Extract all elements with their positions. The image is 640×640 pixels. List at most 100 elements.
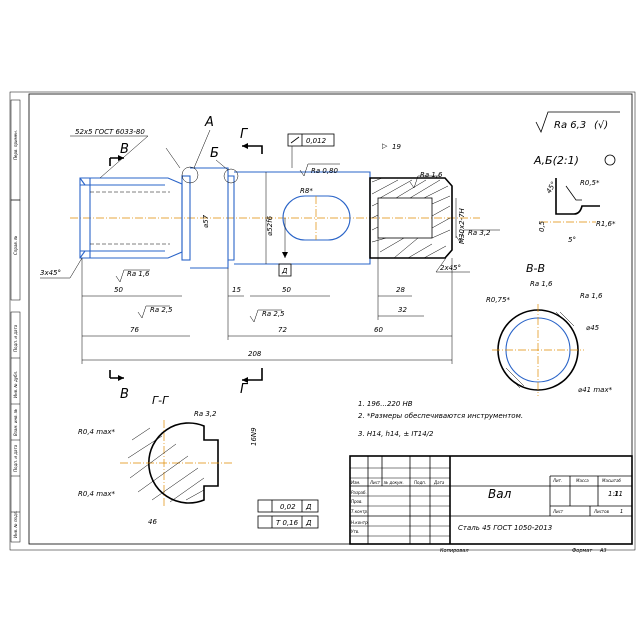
title-scale-value: 1:1	[608, 490, 619, 498]
footer-format: Формат	[572, 548, 593, 554]
title-sheets-label: Листов	[593, 509, 610, 514]
datum-d: Д	[278, 218, 292, 277]
svg-text:19: 19	[392, 143, 401, 151]
sheet-inner-frame	[28, 93, 633, 545]
view-gg-title: Г-Г	[152, 394, 169, 407]
svg-text:Д: Д	[305, 519, 312, 527]
title-col-3: № докум.	[383, 480, 404, 485]
title-role-1: Разраб.	[351, 490, 367, 495]
label-v-bottom: В	[120, 387, 129, 402]
side-stamp-1: Перв. примен.	[13, 130, 18, 160]
label-dim-52: ⌀52f6	[266, 215, 274, 236]
detail-a-circle	[181, 166, 199, 184]
svg-text:Д: Д	[281, 267, 288, 275]
svg-text:T 0,16: T 0,16	[276, 519, 299, 527]
title-header-mass: Масса	[576, 478, 589, 483]
svg-text:Д: Д	[305, 503, 312, 511]
label-thread: 52x5 ГОСТ 6033-80	[75, 128, 145, 136]
svg-text:50: 50	[114, 286, 123, 294]
svg-text:208: 208	[248, 350, 262, 358]
side-stamp-2: Справ. №	[13, 236, 18, 255]
svg-text:Ra 2,5: Ra 2,5	[262, 310, 285, 318]
svg-text:5°: 5°	[568, 236, 576, 244]
title-block: Вал Сталь 45 ГОСТ 1050-2013 Лит. Масса М…	[349, 455, 633, 545]
svg-text:0,012: 0,012	[306, 137, 327, 145]
svg-text:72: 72	[278, 326, 287, 334]
footer-format-value: A3	[599, 548, 607, 554]
svg-text:Ra 1,6: Ra 1,6	[530, 280, 553, 288]
svg-text:⌀41 max*: ⌀41 max*	[578, 386, 613, 394]
svg-text:Ra 1,6: Ra 1,6	[127, 270, 150, 278]
svg-text:46: 46	[148, 518, 157, 526]
title-material: Сталь 45 ГОСТ 1050-2013	[458, 524, 552, 532]
svg-text:50: 50	[282, 286, 291, 294]
label-ch3x45: 3x45°	[40, 269, 61, 277]
svg-text:76: 76	[130, 326, 139, 334]
svg-text:0,5: 0,5	[538, 220, 546, 232]
label-g-top: Г	[240, 127, 249, 142]
note-1: 1. 196...220 HB	[358, 400, 413, 408]
title-role-4: Н.контр.	[351, 520, 369, 525]
footer-copied: Копировал	[440, 548, 469, 554]
side-stamp-6: Подп. и дата	[13, 444, 18, 472]
svg-text:Ra 0,80: Ra 0,80	[311, 167, 339, 175]
svg-text:60: 60	[374, 326, 383, 334]
svg-text:Ra 2,5: Ra 2,5	[150, 306, 173, 314]
label-ch2x45: 2x45°	[440, 264, 461, 272]
tolerance-boxes-bottom: 0,02 Д T 0,16 Д	[257, 499, 319, 529]
cut-g-bottom: Г	[240, 368, 263, 397]
side-stamp-column: Перв. примен. Справ. № Подп. и дата Инв.…	[10, 99, 21, 543]
svg-text:(√): (√)	[594, 120, 608, 131]
svg-text:28: 28	[396, 286, 405, 294]
svg-text:R0,4 max*: R0,4 max*	[78, 490, 115, 498]
cut-g-top: Г	[240, 127, 263, 154]
cut-v-bottom: В	[109, 370, 129, 402]
title-col-5: Дата	[433, 480, 445, 485]
cut-v-top: В	[109, 142, 129, 166]
note-2: 2. *Размеры обеспечиваются инструментом.	[358, 412, 523, 420]
title-part-name: Вал	[488, 487, 512, 501]
label-g-bottom: Г	[240, 382, 249, 397]
label-section-b: Б	[210, 146, 219, 161]
sheet-number: 11	[614, 490, 623, 498]
title-col-2: Лист	[369, 480, 381, 485]
sheet-outer-frame	[9, 91, 636, 551]
svg-text:15: 15	[232, 286, 241, 294]
title-col-4: Подп.	[414, 480, 426, 485]
label-m30: M30x2-7H	[458, 207, 466, 244]
note-3: 3. H14, h14, ± IT14/2	[358, 430, 434, 438]
svg-text:Ra 1,6: Ra 1,6	[420, 171, 443, 179]
svg-text:▷: ▷	[382, 142, 388, 150]
svg-text:Ra 3,2: Ra 3,2	[194, 410, 217, 418]
shaft-main-view	[70, 167, 480, 269]
title-role-2: Пров.	[351, 499, 363, 504]
technical-notes: 1. 196...220 HB 2. *Размеры обеспечивают…	[358, 400, 523, 438]
horizontal-dimensions: 50 15 50 76 72 60 208 28 32	[81, 238, 453, 364]
side-stamp-7: Инв. № подл.	[13, 510, 18, 538]
right-hatch	[371, 177, 451, 259]
title-col-1: Изм.	[351, 480, 360, 485]
tolerance-box-top: 0,012	[287, 133, 335, 168]
svg-text:R0,75*: R0,75*	[486, 296, 510, 304]
svg-text:0,02: 0,02	[280, 503, 296, 511]
title-sheet-label: Лист	[552, 509, 564, 514]
side-stamp-5: Взам. инв. №	[13, 409, 18, 436]
detail-ab: А,Б(2:1) R0,5* R1,6* 5° 45° 0,5	[533, 154, 616, 244]
general-roughness-value: Ra 6,3	[554, 120, 586, 131]
svg-text:⌀45: ⌀45	[586, 324, 600, 332]
general-roughness: Ra 6,3 (√)	[535, 111, 620, 134]
title-header-lit: Лит.	[552, 478, 562, 483]
svg-text:R1,6*: R1,6*	[596, 220, 616, 228]
svg-text:16N9: 16N9	[250, 427, 258, 446]
title-header-scale: Масштаб	[602, 478, 622, 483]
side-stamp-4: Инв. № дубл.	[13, 371, 18, 398]
label-section-a: A	[204, 115, 214, 130]
side-stamp-3: Подп. и дата	[13, 324, 18, 352]
svg-text:R0,5*: R0,5*	[580, 179, 600, 187]
title-role-3: Т.контр.	[351, 509, 368, 514]
roughness-callouts: Ra 0,80 Ra 1,6 Ra 3,2 Ra 1,6 Ra 2,5 Ra 2…	[115, 142, 500, 323]
view-vv: В-В R0,75* Ra 1,6 Ra 1,6 ⌀45 ⌀41 max*	[486, 262, 613, 396]
svg-text:Ra 1,6: Ra 1,6	[580, 292, 603, 300]
view-gg: Г-Г R0,4 max* R0,4 max* Ra 3,2 46 16N9	[78, 394, 258, 526]
